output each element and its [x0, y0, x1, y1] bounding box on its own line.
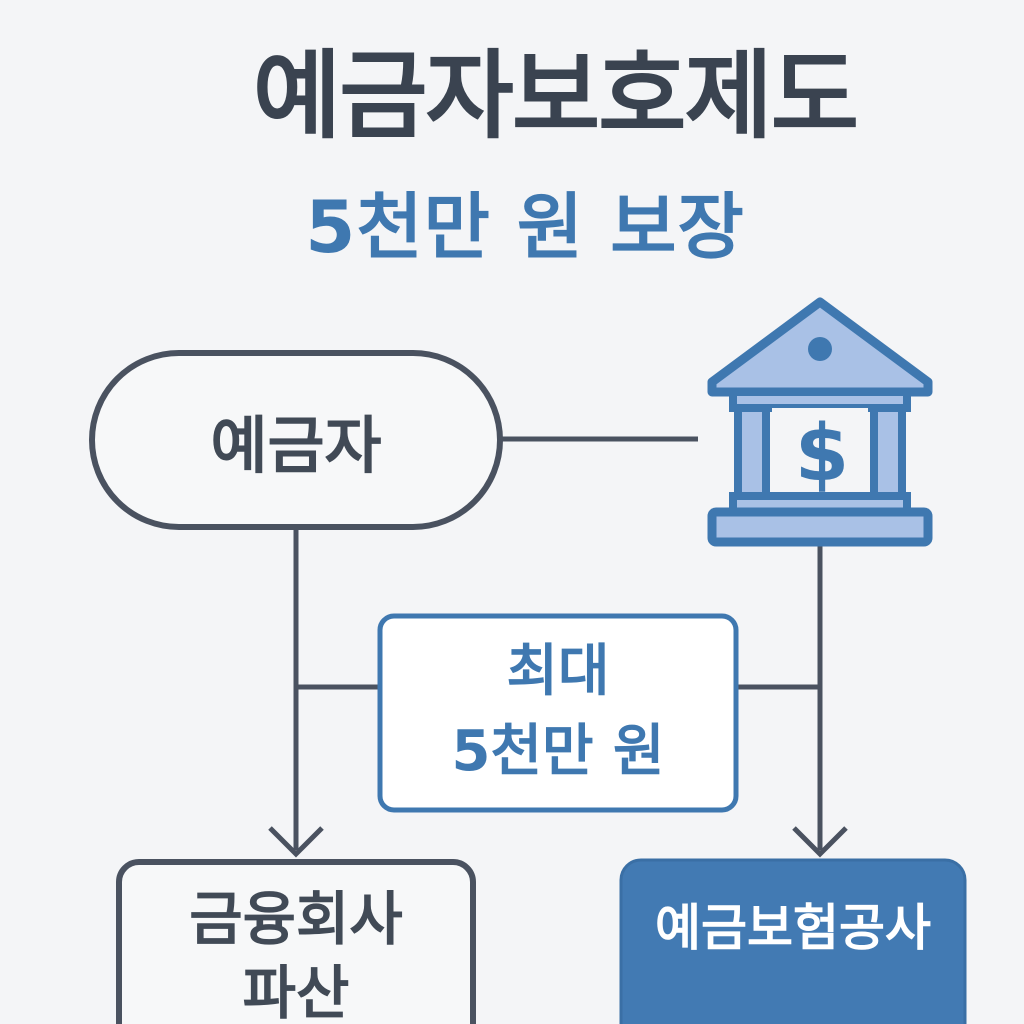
max-amount-node	[377, 613, 739, 813]
depositor-node	[89, 350, 503, 530]
bankrupt-line2: 파산	[242, 959, 350, 1024]
kdic-node	[619, 858, 967, 1024]
bankrupt-line1: 금융회사	[189, 885, 403, 953]
kdic-text: 예금보험공사	[655, 899, 931, 957]
page-title: 예금자보호제도	[252, 40, 859, 152]
bankrupt-node	[116, 859, 476, 1024]
max-amount-line2: 5천만 원	[451, 719, 665, 784]
bankrupt-label: 금융회사 파산	[118, 860, 474, 1024]
kdic-label: 예금보험공사	[620, 860, 966, 1024]
depositor-label: 예금자	[92, 352, 500, 527]
dollar-sign-icon: $	[795, 409, 849, 499]
max-amount-label: 최대 5천만 원	[380, 614, 736, 810]
max-amount-line1: 최대	[506, 639, 610, 704]
page-subtitle: 5천만 원 보장	[305, 185, 745, 269]
bank-building-icon: $	[707, 297, 933, 547]
arrowhead-to-bankrupt	[268, 826, 324, 858]
arrowhead-to-kdic	[792, 826, 848, 858]
depositor-text: 예금자	[210, 408, 382, 482]
